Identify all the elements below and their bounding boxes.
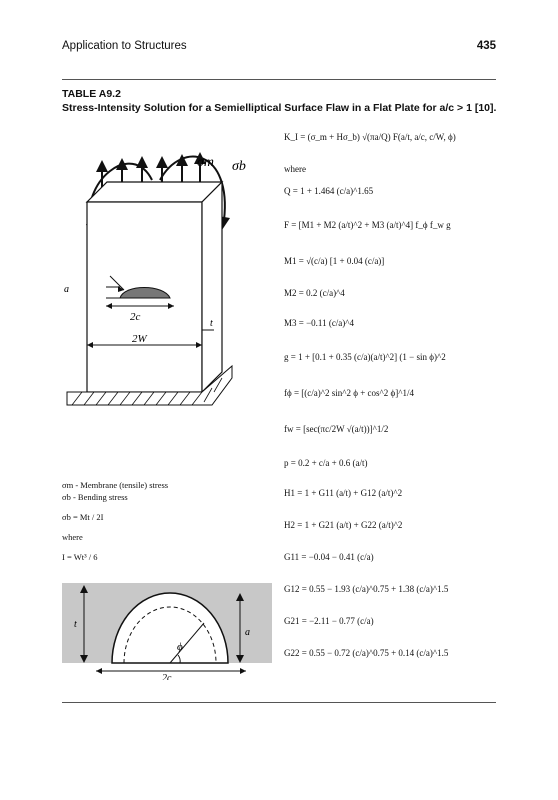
eq-fphi: fϕ = [(c/a)^2 sin^2 ϕ + cos^2 ϕ]^1/4 <box>284 388 414 398</box>
bottom-rule <box>62 702 496 703</box>
plate-side-face <box>201 180 223 394</box>
eq-g12: G12 = 0.55 − 1.93 (c/a)^0.75 + 1.38 (c/a… <box>284 584 449 594</box>
where-1: where <box>284 164 306 174</box>
eq-k1: K_I = (σ_m + Hσ_b) √(πa/Q) F(a/t, a/c, c… <box>284 132 456 142</box>
label-2c-bottom: 2c <box>162 673 172 680</box>
label-t-bottom: t <box>74 619 77 630</box>
eq-g21: G21 = −2.11 − 0.77 (c/a) <box>284 616 374 626</box>
top-rule <box>62 79 496 80</box>
plate-top-face <box>85 181 224 203</box>
label-phi: ϕ <box>177 641 183 653</box>
table-title: Stress-Intensity Solution for a Semielli… <box>62 102 497 114</box>
running-title: Application to Structures <box>62 40 187 52</box>
eq-m1: M1 = √(c/a) [1 + 0.04 (c/a)] <box>284 256 385 266</box>
flaw-boundary <box>111 592 229 664</box>
eq-m2: M2 = 0.2 (c/a)^4 <box>284 288 345 298</box>
label-sigma-m: σm <box>197 155 214 170</box>
flaw-section-figure: t a ϕ 2c <box>62 583 272 680</box>
note-where: where <box>62 532 83 542</box>
table-label: TABLE A9.2 <box>62 88 121 100</box>
eq-g: g = 1 + [0.1 + 0.35 (c/a)(a/t)^2] (1 − s… <box>284 352 446 362</box>
note-sigma-b: σb - Bending stress <box>62 492 128 502</box>
label-sigma-b: σb <box>232 159 246 174</box>
page-header: Application to Structures 435 <box>62 40 496 60</box>
label-a: a <box>64 284 69 295</box>
note-inertia: I = Wt³ / 6 <box>62 552 98 562</box>
eq-fw: fw = [sec(πc/2W √(a/t))]^1/2 <box>284 424 389 434</box>
note-sigma-m: σm - Membrane (tensile) stress <box>62 480 169 490</box>
eq-g11: G11 = −0.04 − 0.41 (c/a) <box>284 552 374 562</box>
page-number: 435 <box>476 40 496 52</box>
label-2w: 2W <box>132 333 148 345</box>
label-2c: 2c <box>130 311 141 323</box>
eq-h2: H2 = 1 + G21 (a/t) + G22 (a/t)^2 <box>284 520 403 530</box>
eq-q: Q = 1 + 1.464 (c/a)^1.65 <box>284 186 374 196</box>
eq-f: F = [M1 + M2 (a/t)^2 + M3 (a/t)^4] f_ϕ f… <box>284 220 451 230</box>
eq-h1: H1 = 1 + G11 (a/t) + G12 (a/t)^2 <box>284 488 403 498</box>
eq-p: p = 0.2 + c/a + 0.6 (a/t) <box>284 458 368 468</box>
eq-m3: M3 = −0.11 (c/a)^4 <box>284 318 355 328</box>
plate-figure: a 2c 2W t σm σb <box>64 152 246 406</box>
surface-flaw <box>119 287 171 299</box>
label-t: t <box>210 318 213 329</box>
label-a-bottom: a <box>245 627 250 638</box>
note-sigma-b-eq: σb = Mt / 2I <box>62 512 104 522</box>
eq-g22: G22 = 0.55 − 0.72 (c/a)^0.75 + 0.14 (c/a… <box>284 648 449 658</box>
